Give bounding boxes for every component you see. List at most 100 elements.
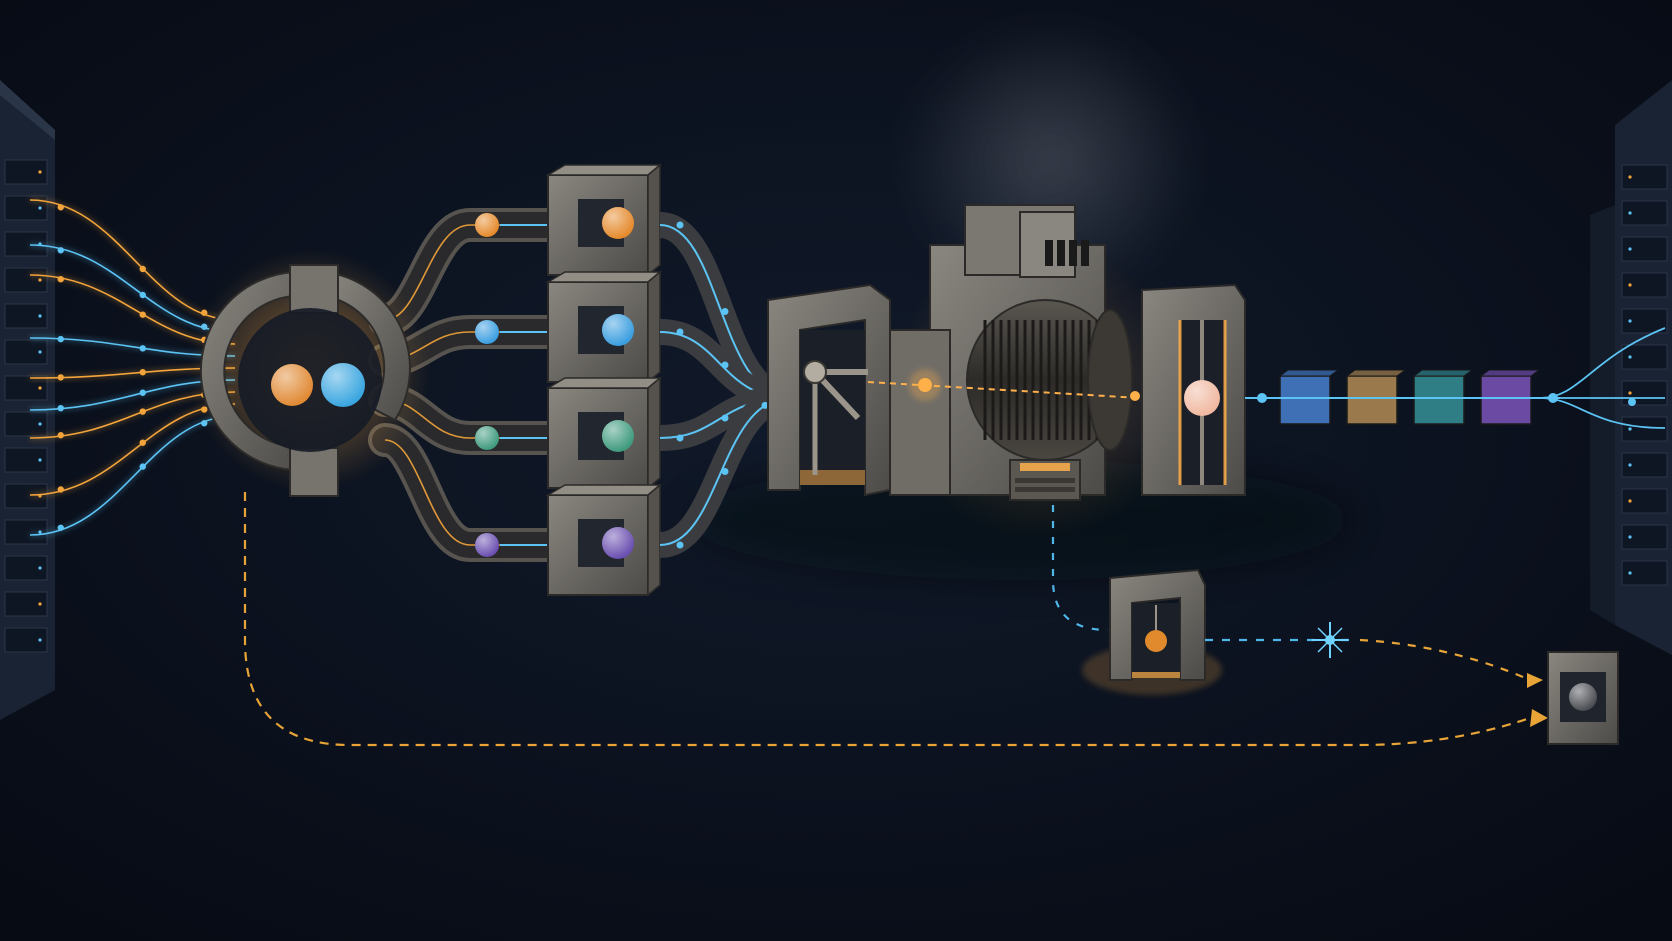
merge-dot <box>676 541 684 549</box>
merge-dot <box>721 308 729 315</box>
rack-led <box>1628 211 1632 215</box>
channel-box-side <box>647 270 661 384</box>
side-dashed-path-down <box>1051 505 1109 632</box>
merge-dot <box>721 468 729 475</box>
output-block <box>1480 375 1532 425</box>
merge-dot <box>721 414 729 422</box>
rack-led <box>1628 427 1632 431</box>
channel-box-top <box>545 377 663 389</box>
rack-led <box>38 206 42 210</box>
channel-boxes <box>545 163 663 597</box>
stream-dot <box>139 265 146 273</box>
channel-box-top <box>545 271 663 283</box>
stream-dot <box>57 247 64 254</box>
stream-dot <box>57 486 64 493</box>
output-block-top <box>1278 369 1340 377</box>
rack-led <box>1628 355 1632 359</box>
stream-dot <box>57 404 64 412</box>
bypass-dashed-path <box>243 492 1531 747</box>
pendulum-gate-icon <box>1082 568 1222 695</box>
channel-box-side <box>647 376 661 490</box>
output-dot <box>1548 393 1558 403</box>
server-rack-left <box>0 80 55 720</box>
stream-dot <box>139 408 146 415</box>
merge-dot <box>761 401 769 409</box>
merge-dot <box>676 328 684 336</box>
output-block-top <box>1412 369 1474 377</box>
channel-box-top <box>545 164 663 176</box>
side-arrow-head <box>1527 673 1543 688</box>
rack-led <box>1628 319 1632 323</box>
stream-dot <box>57 275 64 283</box>
rack-led <box>38 458 42 462</box>
turnstile-icon <box>803 360 868 475</box>
side-path <box>1051 505 1619 745</box>
rack-led <box>1628 535 1632 539</box>
output-streams <box>1245 327 1666 429</box>
rack-led <box>38 314 42 318</box>
rack-led <box>38 638 42 642</box>
output-block-top <box>1345 369 1407 377</box>
vent-icon <box>1045 240 1089 266</box>
rack-led <box>1628 499 1632 503</box>
machine-flow-glow <box>909 369 941 401</box>
rack-led <box>38 602 42 606</box>
stream-dot <box>57 524 64 531</box>
rack-led <box>1628 175 1632 179</box>
channel-box-top <box>545 484 663 496</box>
channel-orb-shine <box>475 426 499 450</box>
stream-dot <box>139 311 146 318</box>
output-block <box>1346 375 1398 425</box>
stream-dot <box>57 374 64 381</box>
output-block-top <box>1479 369 1541 377</box>
processing-machine <box>767 204 1246 540</box>
channel-orb-shine <box>475 213 499 237</box>
stream-dot <box>139 291 146 299</box>
stream-dot <box>57 432 64 439</box>
rack-led <box>38 278 42 282</box>
output-blocks <box>1278 369 1541 425</box>
rack-led <box>38 422 42 426</box>
stream-dot <box>139 439 146 446</box>
rack-led <box>1628 283 1632 287</box>
server-rack-right <box>1590 80 1672 655</box>
merge-dot <box>721 361 729 369</box>
rack-led <box>38 350 42 354</box>
channel-box-orb-shine <box>602 420 634 452</box>
channel-box-side <box>647 163 661 277</box>
channel-box-orb-shine <box>602 207 634 239</box>
splitter-ring <box>190 250 430 497</box>
rack-led <box>1628 463 1632 467</box>
rack-led <box>1628 571 1632 575</box>
channel-box-side <box>647 483 661 597</box>
channel-orb-shine <box>475 533 499 557</box>
side-arrow-curve <box>1359 638 1531 682</box>
rack-led <box>38 170 42 174</box>
rack-led <box>38 386 42 390</box>
stone-sink-box-icon <box>1547 651 1619 745</box>
machine-flow <box>867 369 1141 401</box>
spark-icon <box>1312 622 1348 658</box>
rack-led <box>38 566 42 570</box>
bypass-arrow-head <box>1530 709 1548 727</box>
rack-led <box>1628 391 1632 395</box>
output-block <box>1413 375 1465 425</box>
stream-dot <box>139 463 146 470</box>
output-block <box>1279 375 1331 425</box>
channel-box-orb-shine <box>602 527 634 559</box>
output-dot <box>1628 398 1636 406</box>
merge-dot <box>676 221 684 229</box>
machine-body <box>889 204 1133 501</box>
output-dot <box>1257 393 1267 403</box>
merge-dot <box>676 434 684 442</box>
drum-engine-icon <box>966 299 1133 461</box>
entry-gate <box>767 283 891 497</box>
pendulum-orb <box>1145 630 1167 652</box>
channel-orb-shine <box>475 320 499 344</box>
exit-gate <box>1141 283 1246 496</box>
stream-dot <box>139 369 146 376</box>
stream-dot <box>57 204 64 211</box>
machine-flow-dot <box>1130 391 1140 401</box>
stream-dot <box>139 389 146 396</box>
